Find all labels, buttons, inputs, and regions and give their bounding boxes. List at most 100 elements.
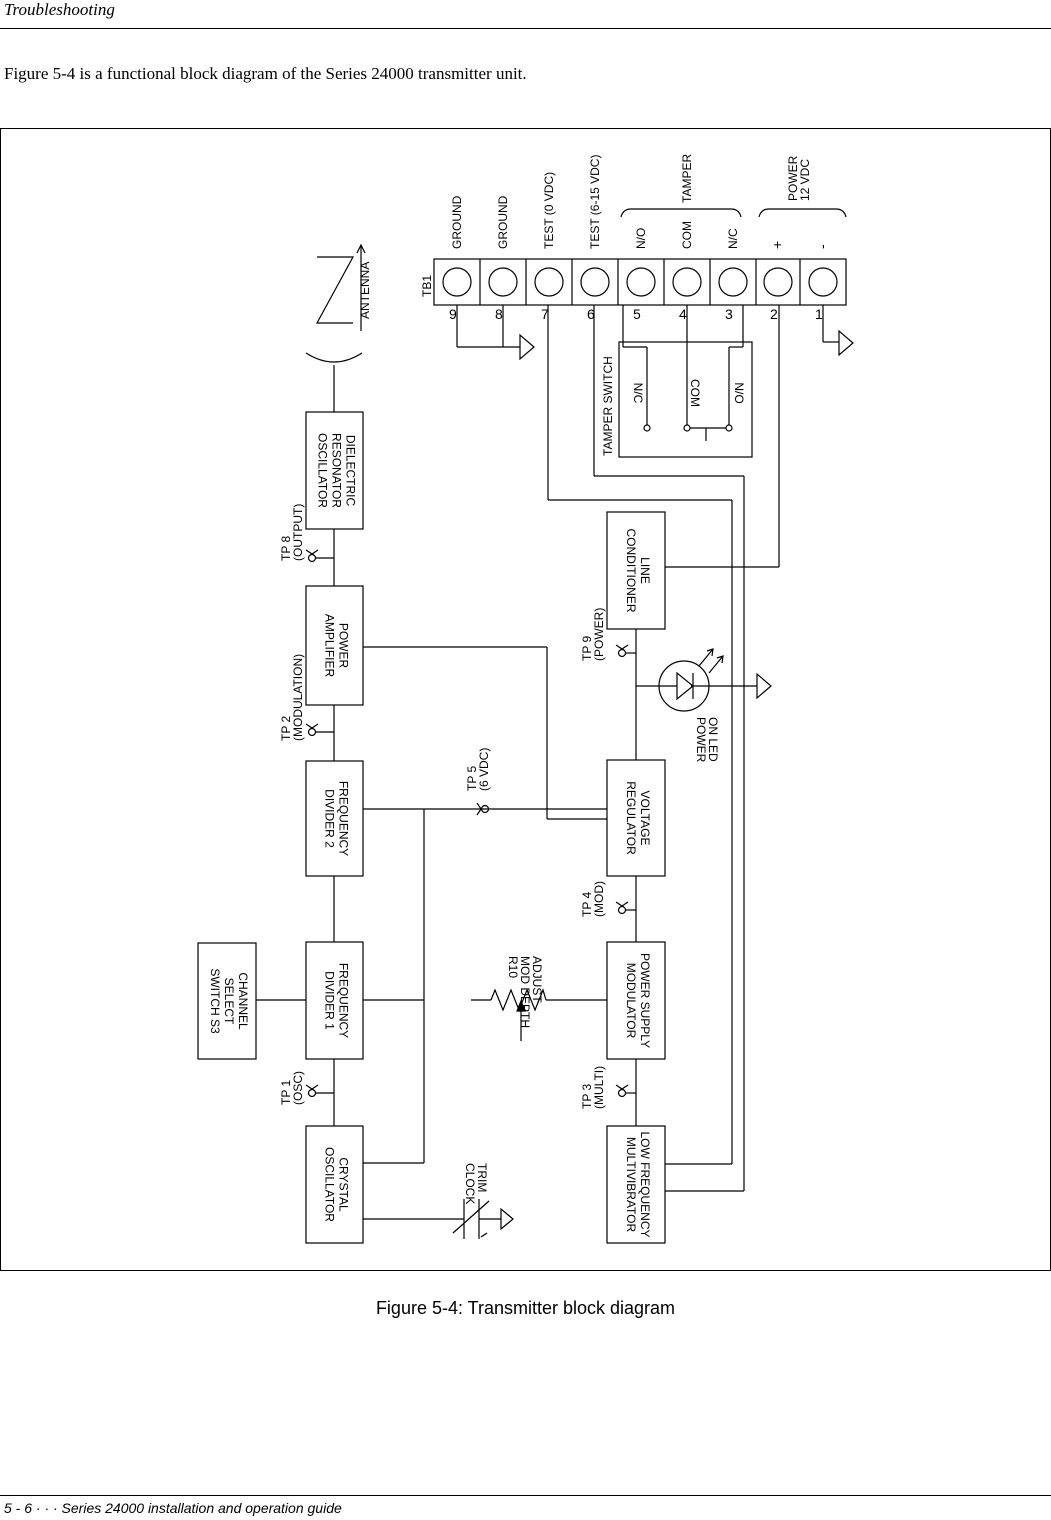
svg-text:OSCILLATOR: OSCILLATOR [316,433,330,508]
footer-rule [0,1495,1051,1496]
block-line-conditioner: LINE CONDITIONER [606,511,666,630]
svg-text:TP 9: TP 9 [580,636,594,661]
svg-text:4: 4 [679,306,687,322]
svg-text:CHANNEL: CHANNEL [236,972,250,1030]
power-on-led: POWER ON LED [658,648,772,763]
svg-text:6: 6 [587,306,595,322]
figure-frame: DIELECTRIC RESONATOR OSCILLATOR POWER AM… [0,128,1051,1271]
svg-text:N/O: N/O [634,228,648,249]
svg-text:CLOCK: CLOCK [463,1163,477,1204]
svg-text:POWER: POWER [337,623,351,669]
svg-text:ANTENNA: ANTENNA [358,262,372,319]
svg-text:R10: R10 [506,956,520,978]
svg-text:TP 1: TP 1 [279,1080,293,1105]
block-channel-select-switch: CHANNEL SELECT SWITCH S3 [197,942,257,1060]
svg-text:VOLTAGE: VOLTAGE [638,791,652,846]
r10-mod-depth-potentiometer: R10 MOD DEPTH ADJUST [490,956,547,1041]
chain-wiring [256,365,607,1220]
svg-text:ADJUST: ADJUST [530,956,544,1003]
block-crystal-oscillator: CRYSTAL OSCILLATOR [305,1125,364,1244]
svg-text:DIVIDER 2: DIVIDER 2 [323,789,337,848]
svg-text:CRYSTAL: CRYSTAL [337,1157,351,1212]
svg-text:MODULATOR: MODULATOR [624,963,638,1039]
svg-text:LINE: LINE [638,557,652,584]
svg-text:(OSC): (OSC) [291,1071,305,1105]
block-voltage-regulator: VOLTAGE REGULATOR [606,759,666,877]
svg-text:N/O: N/O [732,382,746,403]
svg-text:RESONATOR: RESONATOR [330,433,344,508]
svg-text:(MODULATION): (MODULATION) [291,654,305,741]
supply-wiring [471,305,780,1192]
svg-text:7: 7 [541,306,549,322]
terminal-block-tb1: TB1 9 8 7 6 5 4 3 2 1 GROUND GROUND TEST… [420,154,854,361]
block-low-frequency-multivibrator: LOW FREQUENCY MULTIVIBRATOR [606,1125,666,1244]
svg-text:POWER SUPPLY: POWER SUPPLY [638,953,652,1048]
figure-caption: Figure 5-4: Transmitter block diagram [375,1298,676,1318]
antenna-symbol: ANTENNA [305,243,372,363]
svg-text:MOD DEPTH: MOD DEPTH [518,956,532,1028]
svg-text:+: + [769,241,785,249]
block-frequency-divider-2: FREQUENCY DIVIDER 2 [305,760,364,877]
svg-text:1: 1 [815,306,823,322]
svg-text:3: 3 [725,306,733,322]
svg-text:12 VDC: 12 VDC [798,159,812,201]
svg-text:CONDITIONER: CONDITIONER [624,529,638,613]
svg-text:N/C: N/C [631,383,645,404]
svg-text:COM: COM [688,379,702,407]
test-point-tp4: TP 4 (MOD) [580,881,636,917]
svg-text:N/C: N/C [726,228,740,249]
svg-text:FREQUENCY: FREQUENCY [337,963,351,1038]
block-power-supply-modulator: POWER SUPPLY MODULATOR [606,941,666,1060]
svg-text:OSCILLATOR: OSCILLATOR [323,1147,337,1222]
test-point-tp1: TP 1 (OSC) [279,1071,334,1105]
svg-text:REGULATOR: REGULATOR [624,781,638,855]
svg-text:DIELECTRIC: DIELECTRIC [344,435,358,507]
svg-text:TEST (0 VDC): TEST (0 VDC) [542,172,556,249]
page-footer: 5 - 6 · · · Series 24000 installation an… [4,1500,342,1516]
svg-text:8: 8 [495,306,503,322]
svg-text:TEST (6-15 VDC): TEST (6-15 VDC) [588,155,602,249]
svg-text:POWER: POWER [786,155,800,201]
svg-text:(MULTI): (MULTI) [592,1066,606,1109]
svg-text:POWER: POWER [694,717,708,763]
block-dielectric-resonator-oscillator: DIELECTRIC RESONATOR OSCILLATOR [305,411,364,530]
test-point-tp3: TP 3 (MULTI) [580,1066,636,1109]
svg-text:5: 5 [633,306,641,322]
svg-text:(OUTPUT): (OUTPUT) [291,504,305,561]
test-point-tp2: TP 2 (MODULATION) [279,654,334,741]
svg-text:FREQUENCY: FREQUENCY [337,781,351,856]
svg-text:GROUND: GROUND [496,195,510,249]
svg-text:TB1: TB1 [420,275,434,297]
block-frequency-divider-1: FREQUENCY DIVIDER 1 [305,941,364,1060]
svg-text:TP 2: TP 2 [279,716,293,741]
running-head: Troubleshooting [4,0,115,19]
test-point-tp8: TP 8 (OUTPUT) [279,504,334,563]
svg-text:TP 3: TP 3 [580,1084,594,1109]
intro-paragraph: Figure 5-4 is a functional block diagram… [4,64,527,83]
svg-text:(6 VDC): (6 VDC) [477,748,491,791]
svg-text:SWITCH S3: SWITCH S3 [208,968,222,1034]
clock-trim-capacitor: CLOCK TRIM [452,1163,514,1239]
svg-text:GROUND: GROUND [450,195,464,249]
svg-text:MULTIVIBRATOR: MULTIVIBRATOR [624,1137,638,1233]
svg-text:TAMPER SWITCH: TAMPER SWITCH [601,356,615,456]
test-point-tp5: TP 5 (6 VDC) [465,748,491,816]
svg-text:DIVIDER 1: DIVIDER 1 [323,971,337,1030]
svg-text:(MOD): (MOD) [592,881,606,917]
tamper-switch: TAMPER SWITCH N/C COM N/O [601,305,753,458]
svg-text:LOW FREQUENCY: LOW FREQUENCY [638,1131,652,1237]
svg-text:TAMPER: TAMPER [680,154,694,203]
svg-text:TP 4: TP 4 [580,892,594,917]
svg-text:ON LED: ON LED [706,717,720,762]
svg-text:TP 5: TP 5 [465,766,479,791]
svg-text:2: 2 [770,306,778,322]
svg-text:9: 9 [449,306,457,322]
svg-text:TRIM: TRIM [475,1163,489,1192]
test-point-tp9: TP 9 (POWER) [580,608,636,661]
block-diagram: DIELECTRIC RESONATOR OSCILLATOR POWER AM… [197,154,854,1244]
header-rule [0,28,1051,29]
svg-text:AMPLIFIER: AMPLIFIER [323,614,337,678]
svg-text:TP 8: TP 8 [279,536,293,561]
svg-text:(POWER): (POWER) [592,608,606,661]
svg-text:-: - [814,244,830,249]
